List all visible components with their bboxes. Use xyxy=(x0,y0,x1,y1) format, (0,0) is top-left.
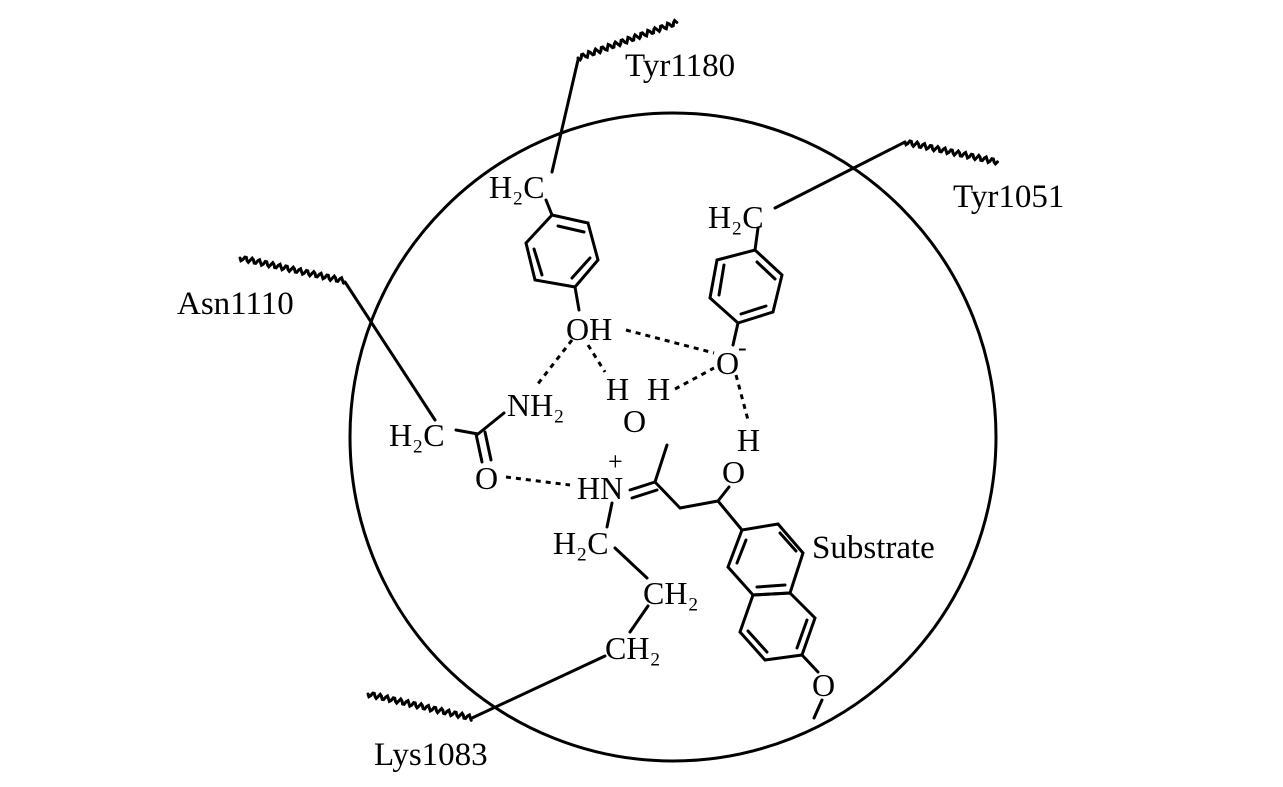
lys-hn-label: HN xyxy=(577,470,623,506)
substrate-label: Substrate xyxy=(812,530,935,566)
tyr1051-sidechain xyxy=(708,140,907,347)
active-site-circle xyxy=(348,111,998,763)
asn-o-label: O xyxy=(475,460,498,496)
tyr1051-ch2-label: H₂C xyxy=(708,199,764,235)
tyr1180-oh-label: OH xyxy=(566,311,612,347)
substrate-skeleton xyxy=(628,443,824,720)
tyr1180-label: Tyr1180 xyxy=(625,48,735,84)
asn1110-label: Asn1110 xyxy=(177,286,294,322)
tyr1180-sidechain xyxy=(524,58,600,312)
tyr1051-label: Tyr1051 xyxy=(953,179,1064,215)
water-o-label: O xyxy=(623,403,646,439)
tyr1051-backbone-wavy xyxy=(903,139,999,167)
lys1083-backbone-wavy xyxy=(366,691,473,722)
asn-nh2-label: NH₂ xyxy=(507,387,564,423)
water-h2-label: H xyxy=(647,371,670,407)
substrate-o-label: O xyxy=(722,454,745,490)
asn1110-backbone-wavy xyxy=(238,255,345,285)
asn1110-sidechain xyxy=(343,280,506,464)
lys1083-sidechain xyxy=(470,501,650,720)
substrate-h-label: H xyxy=(737,422,760,458)
lys-ch2-b-label: CH₂ xyxy=(643,575,699,611)
lys-charge: + xyxy=(608,447,623,476)
methoxy-o-label: O xyxy=(812,667,835,703)
tyr1180-ch2-label: H₂C xyxy=(489,169,545,205)
hydrogen-bonds xyxy=(505,328,750,487)
asn-ch2-label: H₂C xyxy=(389,417,445,453)
lys-ch2-c-label: CH₂ xyxy=(605,630,661,666)
tyr1051-o-label: O xyxy=(716,345,739,381)
water-h1-label: H xyxy=(606,371,629,407)
lys1083-label: Lys1083 xyxy=(374,737,488,773)
tyr1051-charge: - xyxy=(738,333,747,362)
tyr1180-backbone-wavy xyxy=(576,18,679,63)
lys-ch2-a-label: H₂C xyxy=(553,525,609,561)
